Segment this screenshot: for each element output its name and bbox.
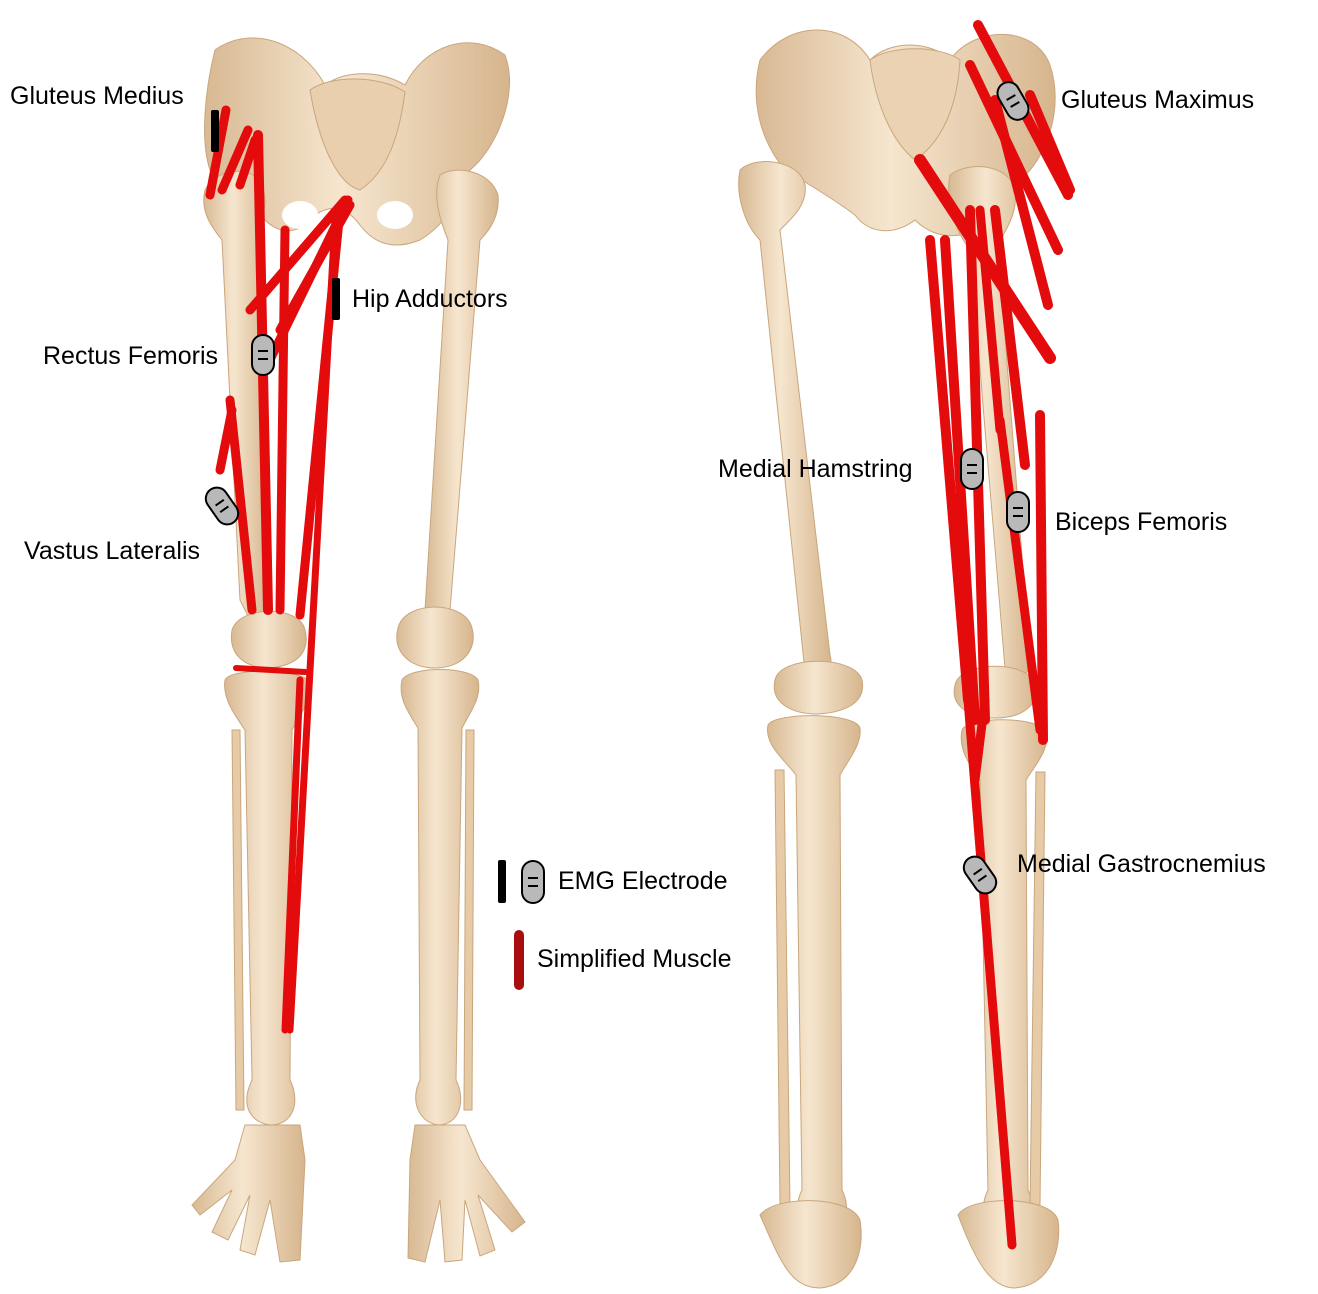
emg-capsule-biceps-femoris [1007,492,1029,532]
muscle-vastus-upper [220,410,232,470]
emg-bar-hip-adductors [332,278,340,320]
anterior-fibula-right-side [232,730,244,1110]
emg-bar-gluteus-medius [211,110,219,152]
anterior-foot-right-side [192,1125,305,1262]
anterior-knee-right-side [231,611,306,668]
posterior-heel-right-side [760,1201,861,1288]
muscle-knee-lateral [236,668,305,672]
label-rectus-femoris: Rectus Femoris [43,344,218,369]
anterior-fibula-left-side [464,730,474,1110]
label-medial-hamstring: Medial Hamstring [718,457,913,482]
emg-capsule-rectus-femoris [252,335,274,375]
emg-capsule-medial-hamstring [961,449,983,489]
posterior-fibula-right-side [775,770,790,1205]
posterior-femur-right-side [739,162,831,674]
posterior-fibula-left-side [1030,772,1045,1205]
label-hip-adductors: Hip Adductors [352,287,508,312]
label-vastus-lateralis: Vastus Lateralis [24,539,200,564]
anterior-femur-left-side [425,170,498,621]
anterior-knee-left-side [397,607,473,668]
anterior-obturator-left [282,201,318,229]
label-gluteus-medius: Gluteus Medius [10,84,184,109]
label-biceps-femoris: Biceps Femoris [1055,510,1227,535]
legend-emg-electrode-label: EMG Electrode [558,869,728,894]
posterior-knee-right-side [774,661,862,714]
muscle-adductor-magnus [280,230,285,610]
anterior-skeleton [192,38,525,1262]
posterior-skeleton [739,30,1059,1288]
label-medial-gastrocnemius: Medial Gastrocnemius [1017,852,1266,877]
anterior-obturator-right [377,201,413,229]
anterior-foot-left-side [408,1125,525,1262]
legend-bar-electrode-icon [498,860,506,903]
label-gluteus-maximus: Gluteus Maximus [1061,88,1254,113]
legend-capsule-electrode-icon [522,861,544,903]
legend-simplified-muscle-label: Simplified Muscle [537,947,732,972]
muscle-biceps-femoris-long [1040,415,1043,740]
